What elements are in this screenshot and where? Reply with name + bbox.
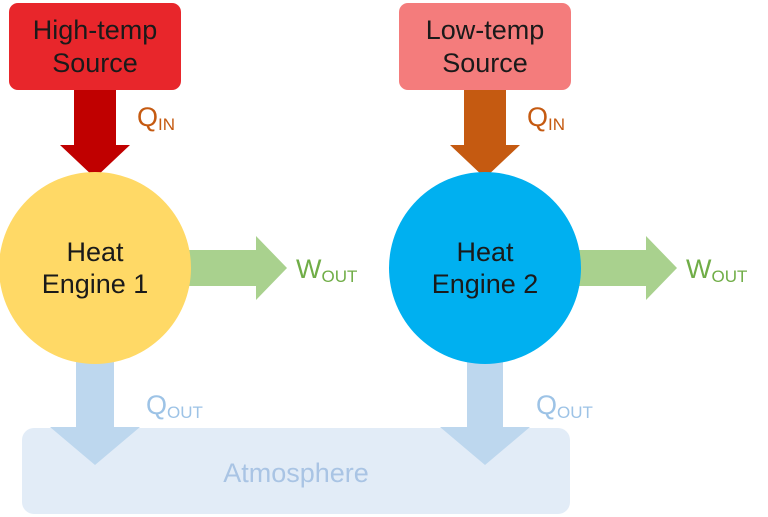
atmosphere-label: Atmosphere bbox=[223, 458, 369, 488]
heat-out-symbol: Q bbox=[146, 390, 168, 420]
work-out-symbol: W bbox=[296, 254, 322, 284]
work-out-arrow-1 bbox=[188, 236, 287, 300]
heat-out-label-1: QOUT bbox=[146, 390, 203, 422]
heat-out-arrow-2 bbox=[440, 360, 530, 465]
heat-out-subscript: OUT bbox=[167, 403, 203, 422]
work-out-subscript: OUT bbox=[321, 267, 358, 286]
low-source-line1: Low-temp bbox=[425, 15, 545, 46]
heat-engine-2-circle bbox=[389, 172, 581, 364]
high-temp-source-label: High-temp Source bbox=[9, 3, 181, 90]
heat-out-label-2: QOUT bbox=[536, 390, 593, 422]
heat-out-subscript: OUT bbox=[557, 403, 593, 422]
engine2-line2: Engine 2 bbox=[431, 269, 539, 299]
low-temp-source-box bbox=[399, 3, 571, 90]
heat-engine-1-circle bbox=[0, 172, 191, 364]
work-out-subscript: OUT bbox=[711, 267, 748, 286]
heat-in-symbol: Q bbox=[137, 102, 159, 132]
heat-in-symbol: Q bbox=[527, 102, 549, 132]
heat-in-label-2: QIN bbox=[527, 102, 566, 134]
heat-engine-2-label: Heat Engine 2 bbox=[390, 220, 580, 316]
heat-in-arrow-1 bbox=[60, 90, 130, 178]
heat-in-subscript: IN bbox=[548, 115, 566, 134]
heat-in-subscript: IN bbox=[158, 115, 176, 134]
high-temp-source-box bbox=[9, 3, 181, 90]
atmosphere-band bbox=[22, 428, 570, 514]
heat-engine-1-label: Heat Engine 1 bbox=[0, 220, 190, 316]
work-out-label-1: WOUT bbox=[296, 254, 358, 286]
work-out-symbol: W bbox=[686, 254, 712, 284]
low-temp-source-label: Low-temp Source bbox=[399, 3, 571, 90]
high-source-line2: Source bbox=[52, 47, 138, 78]
work-out-arrow-2 bbox=[578, 236, 677, 300]
heat-out-symbol: Q bbox=[536, 390, 558, 420]
low-source-line2: Source bbox=[442, 47, 528, 78]
engine1-line1: Heat bbox=[66, 236, 124, 267]
heat-in-arrow-2 bbox=[450, 90, 520, 178]
heat-out-arrow-1 bbox=[50, 360, 140, 465]
engine2-line1: Heat bbox=[456, 236, 514, 267]
heat-in-label-1: QIN bbox=[137, 102, 176, 134]
work-out-label-2: WOUT bbox=[686, 254, 748, 286]
high-source-line1: High-temp bbox=[32, 15, 158, 46]
engine1-line2: Engine 1 bbox=[41, 269, 149, 299]
